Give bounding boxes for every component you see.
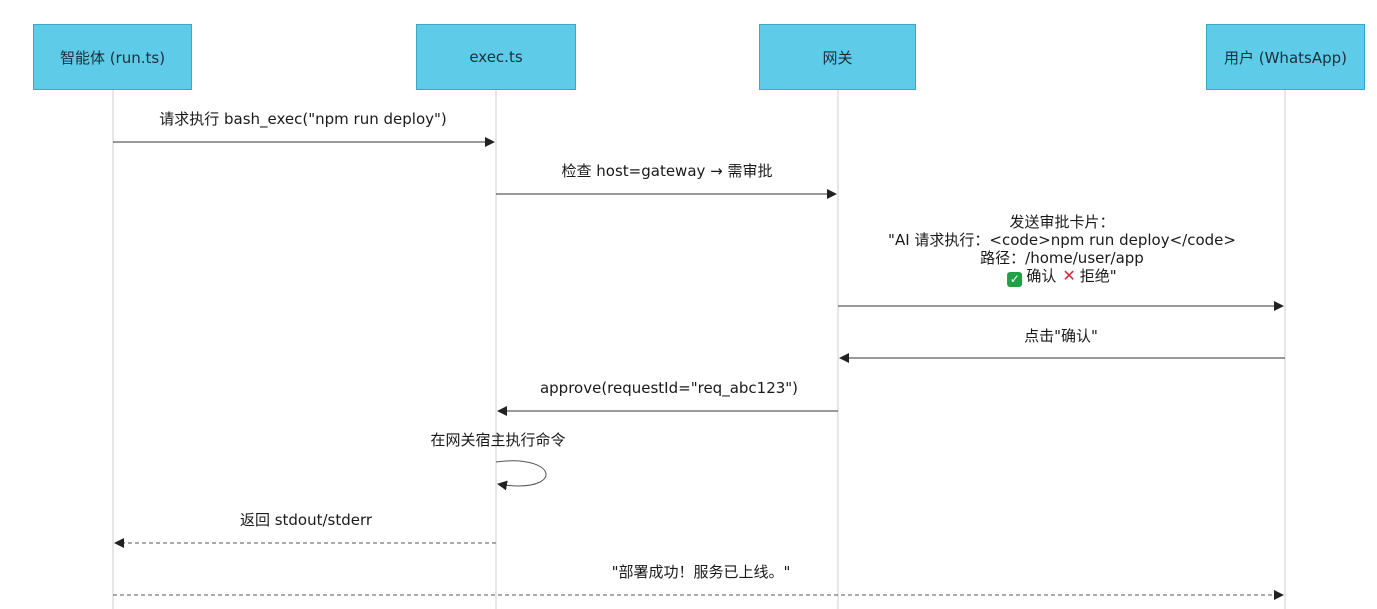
approval-confirm-label: 确认 — [1026, 267, 1057, 285]
message-approve: approve(requestId="req_abc123") — [539, 379, 799, 397]
approval-card-line3: 路径：/home/user/app — [980, 249, 1144, 267]
participant-gateway-label: 网关 — [822, 48, 853, 67]
message-approval-card: 发送审批卡片： "AI 请求执行：<code>npm run deploy</c… — [888, 213, 1236, 287]
message-deploy-success: "部署成功！服务已上线。" — [611, 563, 791, 581]
approval-card-actions: ✓确认 ✕拒绝" — [888, 267, 1236, 287]
approval-card-line1: 发送审批卡片： — [1009, 213, 1115, 231]
message-return-output: 返回 stdout/stderr — [239, 511, 373, 529]
participant-exec: exec.ts — [416, 24, 576, 90]
participant-user: 用户 (WhatsApp) — [1206, 24, 1365, 90]
cross-mark-icon: ✕ — [1062, 266, 1076, 285]
arrow-self-execute — [495, 460, 547, 491]
participant-exec-label: exec.ts — [469, 48, 523, 66]
participant-agent: 智能体 (run.ts) — [33, 24, 192, 90]
approval-reject-label: 拒绝" — [1079, 267, 1117, 285]
check-mark-icon: ✓ — [1007, 272, 1023, 287]
message-request-exec: 请求执行 bash_exec("npm run deploy") — [159, 110, 447, 128]
approval-card-line2: "AI 请求执行：<code>npm run deploy</code> — [888, 231, 1236, 249]
message-check-host: 检查 host=gateway → 需审批 — [561, 162, 773, 180]
participant-agent-label: 智能体 (run.ts) — [59, 48, 166, 67]
message-self-execute: 在网关宿主执行命令 — [430, 431, 566, 449]
message-click-confirm: 点击"确认" — [1024, 327, 1098, 345]
participant-user-label: 用户 (WhatsApp) — [1223, 48, 1347, 67]
participant-gateway: 网关 — [759, 24, 916, 90]
